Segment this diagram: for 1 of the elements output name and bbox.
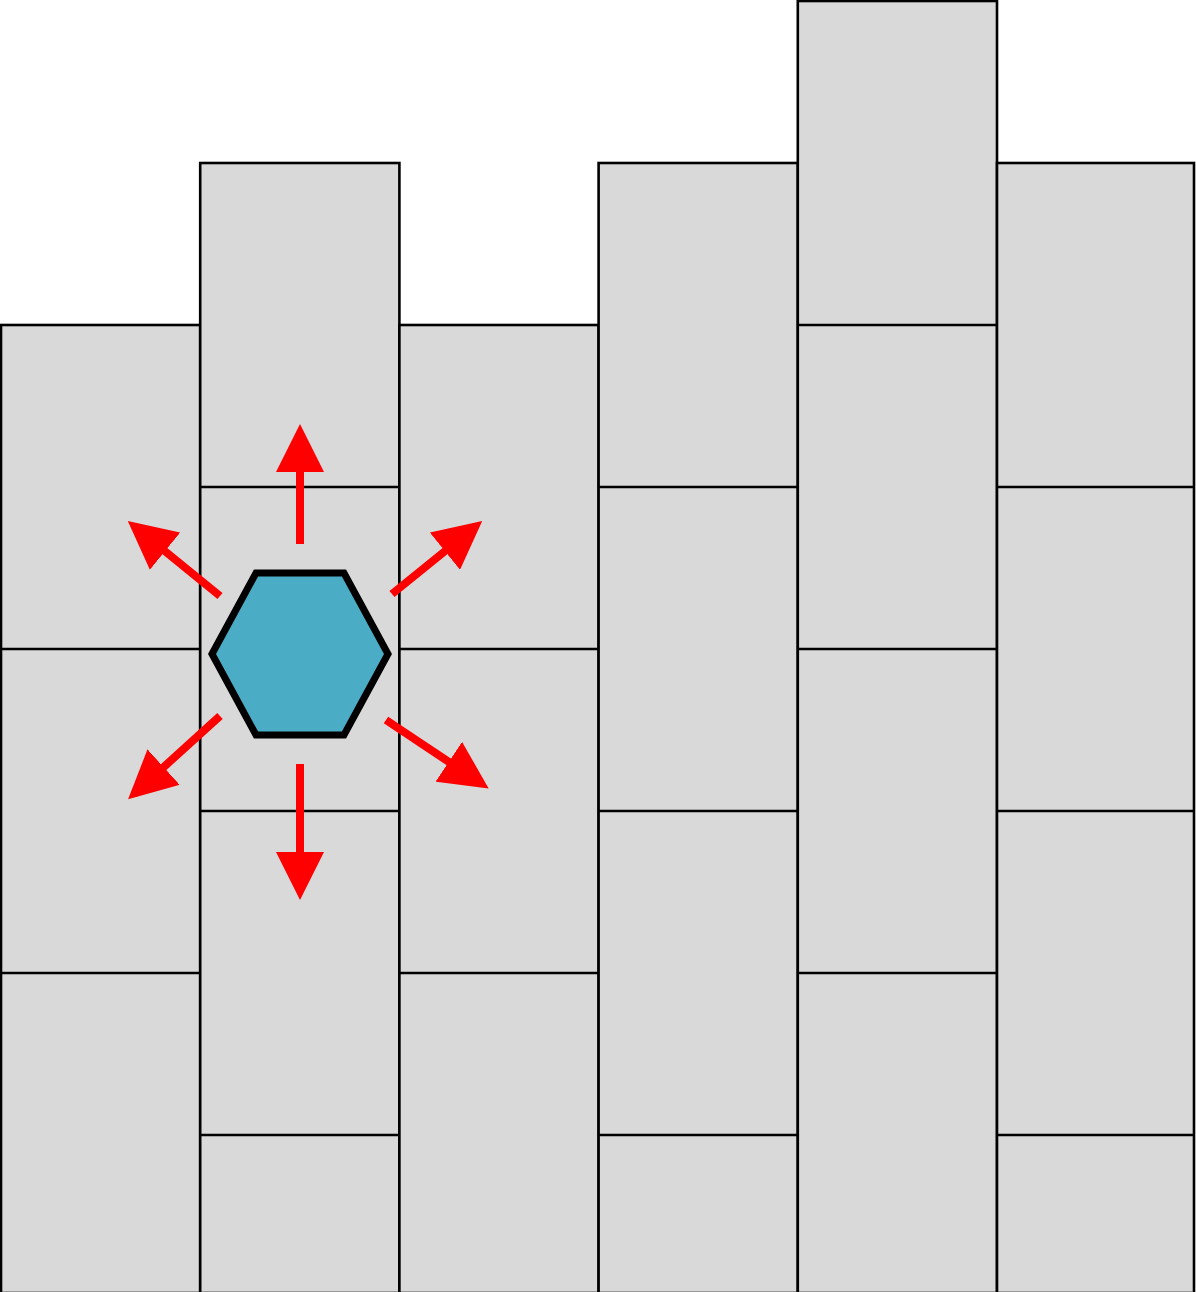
hexagon	[208, 569, 392, 739]
